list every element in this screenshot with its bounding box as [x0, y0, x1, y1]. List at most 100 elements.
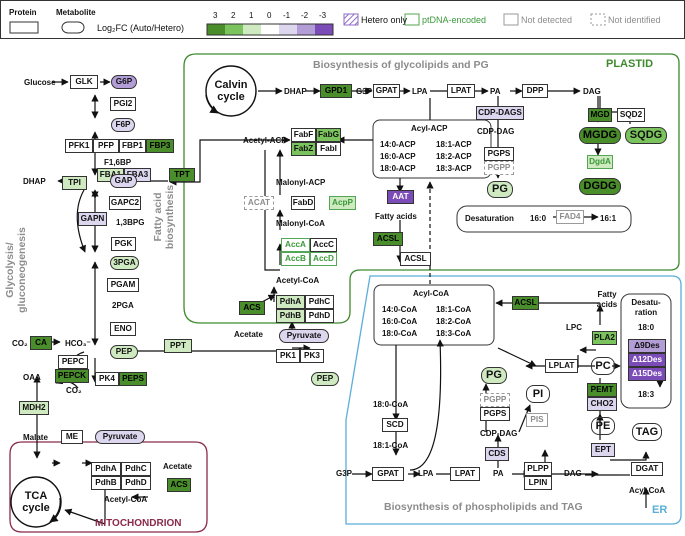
plpp-protein: PLPP [524, 462, 552, 476]
fabf-protein: FabF [291, 128, 316, 142]
glk-protein: GLK [70, 75, 98, 89]
legend-protein: Protein [9, 8, 37, 17]
eno-protein: ENO [110, 322, 136, 336]
pepck-protein: PEPCK [55, 369, 89, 383]
pdhb-mito-protein: PdhB [91, 476, 121, 490]
aat-protein: AAT [387, 190, 414, 204]
er-label: ER [652, 504, 668, 516]
dhap-pl-label: DHAP [284, 87, 307, 96]
pe-metabolite: PE [591, 417, 615, 435]
fc-scale [206, 23, 334, 36]
acyl-coa-3: 18:2-CoA [436, 317, 472, 326]
acsl-1-protein: ACSL [373, 232, 403, 246]
legend-not-identified: Not identified [608, 15, 661, 25]
cdp-dags-protein: CDP-DAGS [476, 106, 524, 120]
calvin-cycle [205, 65, 257, 117]
pga3-metabolite: 3PGA [110, 256, 139, 270]
tpi-protein: TPI [62, 176, 87, 190]
pg-er-metabolite: PG [481, 367, 507, 384]
gapc2-protein: GAPC2 [109, 196, 141, 210]
pga2-label: 2PGA [112, 301, 134, 310]
gpat-er-protein: GPAT [372, 467, 404, 481]
acyl-acp-5: 18:3-ACP [436, 164, 472, 173]
fbp1-protein: FBP1 [119, 139, 146, 153]
cdpdag-pl-label: CDP-DAG [477, 127, 515, 136]
c183-er-label: 18:3 [638, 390, 655, 399]
mitochondrion-label: MITOCHONDRION [95, 518, 182, 529]
acyl-coa-box [373, 284, 495, 346]
malonyl-coa-label: Malonyl-CoA [276, 219, 325, 228]
glycolipids-title: Biosynthesis of glycolipids and PG [313, 59, 489, 71]
acyl-acp-3: 18:2-ACP [436, 152, 472, 161]
acetylcoa-mito-label: Acetyl-CoA [104, 495, 148, 504]
accc-protein: AccC [310, 238, 337, 252]
pk4-protein: PK4 [95, 372, 119, 386]
pk1-protein: PK1 [276, 349, 300, 363]
dag-er-label: DAG [564, 469, 582, 478]
fad4-protein: FAD4 [556, 210, 584, 224]
tick-5: -2 [301, 11, 309, 20]
acetate-mito-label: Acetate [163, 462, 192, 471]
acpp-protein: AcpP [329, 196, 356, 210]
hco3-label: HCO₃⁻ [65, 339, 91, 348]
pgk-protein: PGK [111, 237, 136, 251]
pi-metabolite: PI [526, 385, 550, 403]
fatty-acids-label: Fatty acids [375, 212, 417, 221]
cdpdag-er-label: CDP-DAG [480, 429, 518, 438]
pdhc-mito-protein: PdhC [121, 462, 151, 476]
pgpp-er-protein: PGPP [480, 393, 510, 407]
pgps-pl-protein: PGPS [484, 147, 514, 161]
acetyl-acp-label: Acetyl-ACP [243, 136, 287, 145]
sqdg-metabolite: SQDG [625, 127, 667, 144]
tick-2: 1 [249, 11, 254, 20]
ppt-protein: PPT [164, 339, 192, 353]
dhap-cyt-label: DHAP [23, 177, 46, 186]
mitochondrion-compartment [9, 441, 208, 533]
tca-cycle-label: TCA cycle [22, 490, 50, 514]
scd-protein: SCD [382, 418, 408, 432]
pyruvate-cyt-metabolite: Pyruvate [95, 430, 145, 444]
lpa-er-label: LPA [418, 469, 434, 478]
legend-not-detected: Not detected [521, 15, 573, 25]
lpat-pl-protein: LPAT [447, 84, 475, 98]
pa-pl-label: PA [490, 87, 501, 96]
pg-pl-metabolite: PG [487, 181, 513, 198]
phospholipids-title: Biosynthesis of phospholipids and TAG [384, 501, 583, 513]
pep-cyt-metabolite: PEP [110, 345, 138, 359]
fatty-acid-title: Fatty acid biosynthesis [152, 184, 176, 250]
gpat-pl-protein: GPAT [373, 84, 400, 98]
acyl-acp-1: 18:1-ACP [436, 140, 472, 149]
acetyl-coa-pl-label: Acetyl-CoA [276, 276, 320, 285]
d12des-protein: Δ12Des [628, 353, 666, 367]
acylcoa-tag-label: Acyl-CoA [629, 486, 666, 495]
co2-a-label: CO₂ [12, 339, 28, 348]
co2-b-label: CO₂ [66, 386, 82, 395]
pdhd-pl-protein: PdhD [305, 309, 334, 323]
gapn-protein: GAPN [78, 212, 107, 226]
acyl-acp-title: Acyl-ACP [411, 124, 448, 133]
gpd1-protein: GPD1 [320, 84, 352, 98]
acyl-coa-0: 14:0-CoA [382, 305, 418, 314]
pfk1-protein: PFK1 [65, 139, 93, 153]
legend-metabolite: Metabolite [56, 8, 96, 17]
glucose-label: Glucose [24, 78, 56, 87]
pgps-er-protein: PGPS [480, 407, 510, 421]
tpt-protein: TPT [169, 168, 195, 182]
lpin-protein: LPIN [524, 476, 552, 490]
legend-ptdna: ptDNA-encoded [422, 15, 487, 25]
pdha-mito-protein: PdhA [91, 462, 121, 476]
accd-protein: AccD [310, 252, 337, 266]
dgda-protein: DgdA [587, 155, 613, 169]
tick-4: -1 [283, 11, 291, 20]
acat-protein: ACAT [244, 196, 274, 210]
pdhd-mito-protein: PdhD [121, 476, 151, 490]
gap-metabolite: GAP [110, 174, 137, 188]
mgd-protein: MGD [588, 108, 612, 122]
fatty-acids-er-label: Fatty acids [596, 290, 618, 309]
c180-er-label: 18:0 [638, 323, 655, 332]
accb-protein: AccB [281, 252, 310, 266]
dgdg-metabolite: DGDG [579, 178, 621, 195]
lpat-er-protein: LPAT [450, 467, 480, 481]
bpg-label: 1,3BPG [116, 218, 145, 227]
acyl-coa-1: 18:1-CoA [436, 305, 472, 314]
